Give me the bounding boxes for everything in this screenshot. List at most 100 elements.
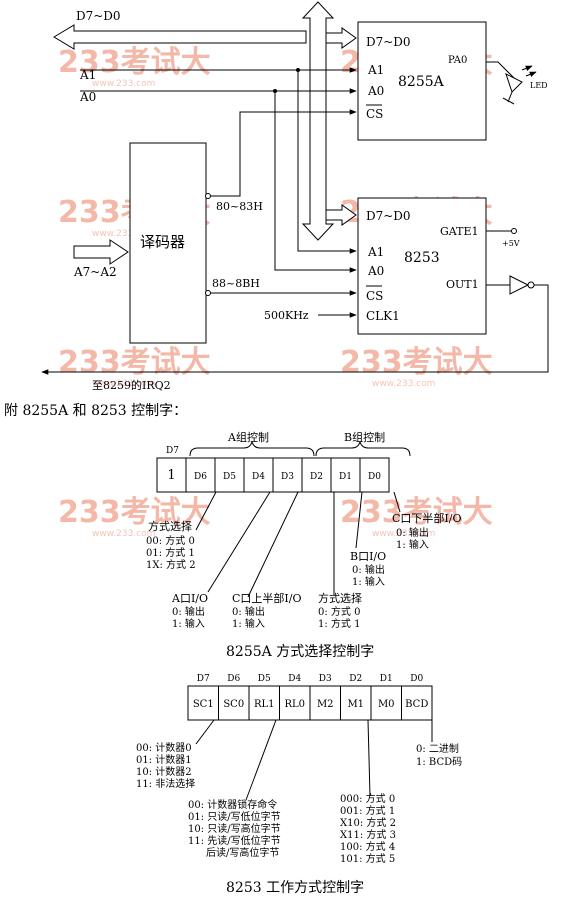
cw8253-bcd-line-1: 0: 二进制 [416,742,459,755]
cw8253-rl-line-1: 00: 计数器锁存命令 [188,798,277,811]
chip-8253-clk: CLK1 [366,309,400,323]
watermark-3-sub: www.233.com [92,229,155,239]
chip-8255-a0: A0 [367,84,384,98]
cw8253-mode-line-6: 101: 方式 5 [340,852,395,865]
cw8253-bit-label: D4 [288,674,301,684]
cw8253-cell [309,685,341,721]
chip-8255 [357,21,487,141]
led-icon [505,73,523,93]
watermark-8: 233考试大 [340,495,493,530]
cw8253-cell-label: M0 [378,699,395,710]
cw8253-bit-label: D7 [197,674,210,684]
cw8253-bit-label: D0 [410,674,423,684]
cw8253-cell [401,685,433,721]
cw8255-cell-label: D2 [310,472,323,482]
cw8255-mode-a-line-1: 00: 方式 0 [146,534,195,547]
cw8253-rl-line-2: 01: 只读/写低位字节 [188,810,281,823]
decoder-input-arrow [73,239,129,265]
cw8253-caption: 8253 工作方式控制字 [226,880,364,896]
cw8253-cell-label: M1 [347,699,364,710]
cw8255-port-c-upper-line-1: 0: 输出 [232,605,265,618]
irq-line [41,284,549,375]
cw8253-sc-line-2: 01: 计数器1 [136,753,192,766]
watermark-7: 233考试大 [58,495,211,530]
cw8253-cell-label: RL1 [254,699,275,710]
cw8253-mode-line-1: 000: 方式 0 [340,792,395,805]
brace-group-b [315,440,411,457]
pa0-wire [486,61,521,85]
cw8253-cell [279,685,311,721]
cw8255-cell-label: D6 [194,472,207,482]
cw8253-cell-label: SC1 [193,699,214,710]
plus5v-label: +5V [502,239,520,248]
brace-group-a [189,440,315,457]
cw8253-bit-label: D3 [319,674,332,684]
cw8255-cell [156,457,187,493]
addr-8255: 80~83H [216,200,263,213]
inverter-icon [509,275,530,295]
cw8255-cell-label: D4 [252,472,265,482]
cw8253-sc-line-3: 10: 计数器2 [136,765,192,778]
data-bus-arrow [53,24,307,50]
cw8253-bcd-line-2: 1: BCD码 [416,756,462,768]
cw8255-cell [301,457,332,493]
cw8255-port-b-line-1: 0: 输出 [352,563,385,576]
cw8253-mode-line-5: 100: 方式 4 [340,840,395,853]
vcc-terminal [511,228,517,234]
chip-8255-cs: CS [366,107,383,121]
a0-line-label: A0 [79,90,96,104]
watermark-6-sub: www.233.com [372,379,435,389]
cw8253-sc-line-1: 00: 计数器0 [136,741,192,754]
cw8253-cell-label: SC0 [223,699,244,710]
cw8255-cell-label: 1 [167,468,175,483]
cw8255-port-a-line-2: 1: 输入 [172,617,205,630]
chip-8253 [357,197,487,335]
cw8255-cell [185,457,216,493]
cw8253-cell [340,685,372,721]
cw8253-rl-line-3: 10: 只读/写高位字节 [188,822,281,835]
clk-freq: 500KHz [264,309,309,322]
chip-8255-pa0: PA0 [448,55,467,66]
cw8255-mode-a-line-2: 01: 方式 1 [146,546,195,559]
chip-8253-d: D7~D0 [366,209,411,223]
cw8253-sc-line-4: 11: 非法选择 [136,777,195,790]
cw8253-mode-line-2: 001: 方式 1 [340,804,395,817]
cw8255-group-b: B组控制 [344,430,385,444]
cw8255-mode-a-title: 方式选择 [148,519,192,533]
cw8255-port-c-upper-line-2: 1: 输入 [232,617,265,630]
decoder-block [129,142,207,344]
bus-tap-8253 [325,204,357,226]
cw8255-port-a-title: A口I/O [171,592,208,605]
addr-8253: 88~8BH [212,277,260,290]
cw8253-bit-label: D1 [380,674,393,684]
cw8255-port-b-title: B口I/O [350,550,386,563]
cs-line-8255 [211,109,357,197]
decoder-input-label: A7~A2 [73,265,117,279]
cw8253-cell-label: BCD [405,699,428,710]
cw8253-mode-line-3: X10: 方式 2 [340,816,396,829]
chip-8253-name: 8253 [404,250,440,266]
a0-line-8253 [274,91,357,273]
bus-tap-8255 [325,27,357,49]
watermark-1: 233考试大 [58,45,211,80]
cw8253-rl-line-5: 后读/写高位字节 [206,846,279,859]
irq-label: 至8259的IRQ2 [92,378,171,392]
cw8255-cell-label: D5 [223,472,236,482]
cw8255-d7-label: D7 [166,446,179,456]
cw8255-port-c-upper-title: C口上半部I/O [232,591,302,605]
decoder-label: 译码器 [140,233,185,251]
cw8255-cell [243,457,274,493]
cw8253-mode-line-4: X11: 方式 3 [340,828,396,841]
chip-8255-name: 8255A [398,74,445,90]
cw8253-cell-label: M2 [317,699,334,710]
cw8255-cell-label: D3 [281,472,294,482]
vertical-bus-arrow [301,1,335,241]
cw8253-cell [187,685,219,721]
cw8255-mode-b-line-2: 1: 方式 1 [318,617,360,630]
cw8255-port-b-line-2: 1: 输入 [352,575,385,588]
cw8255-mode-b-line-1: 0: 方式 0 [318,605,360,618]
